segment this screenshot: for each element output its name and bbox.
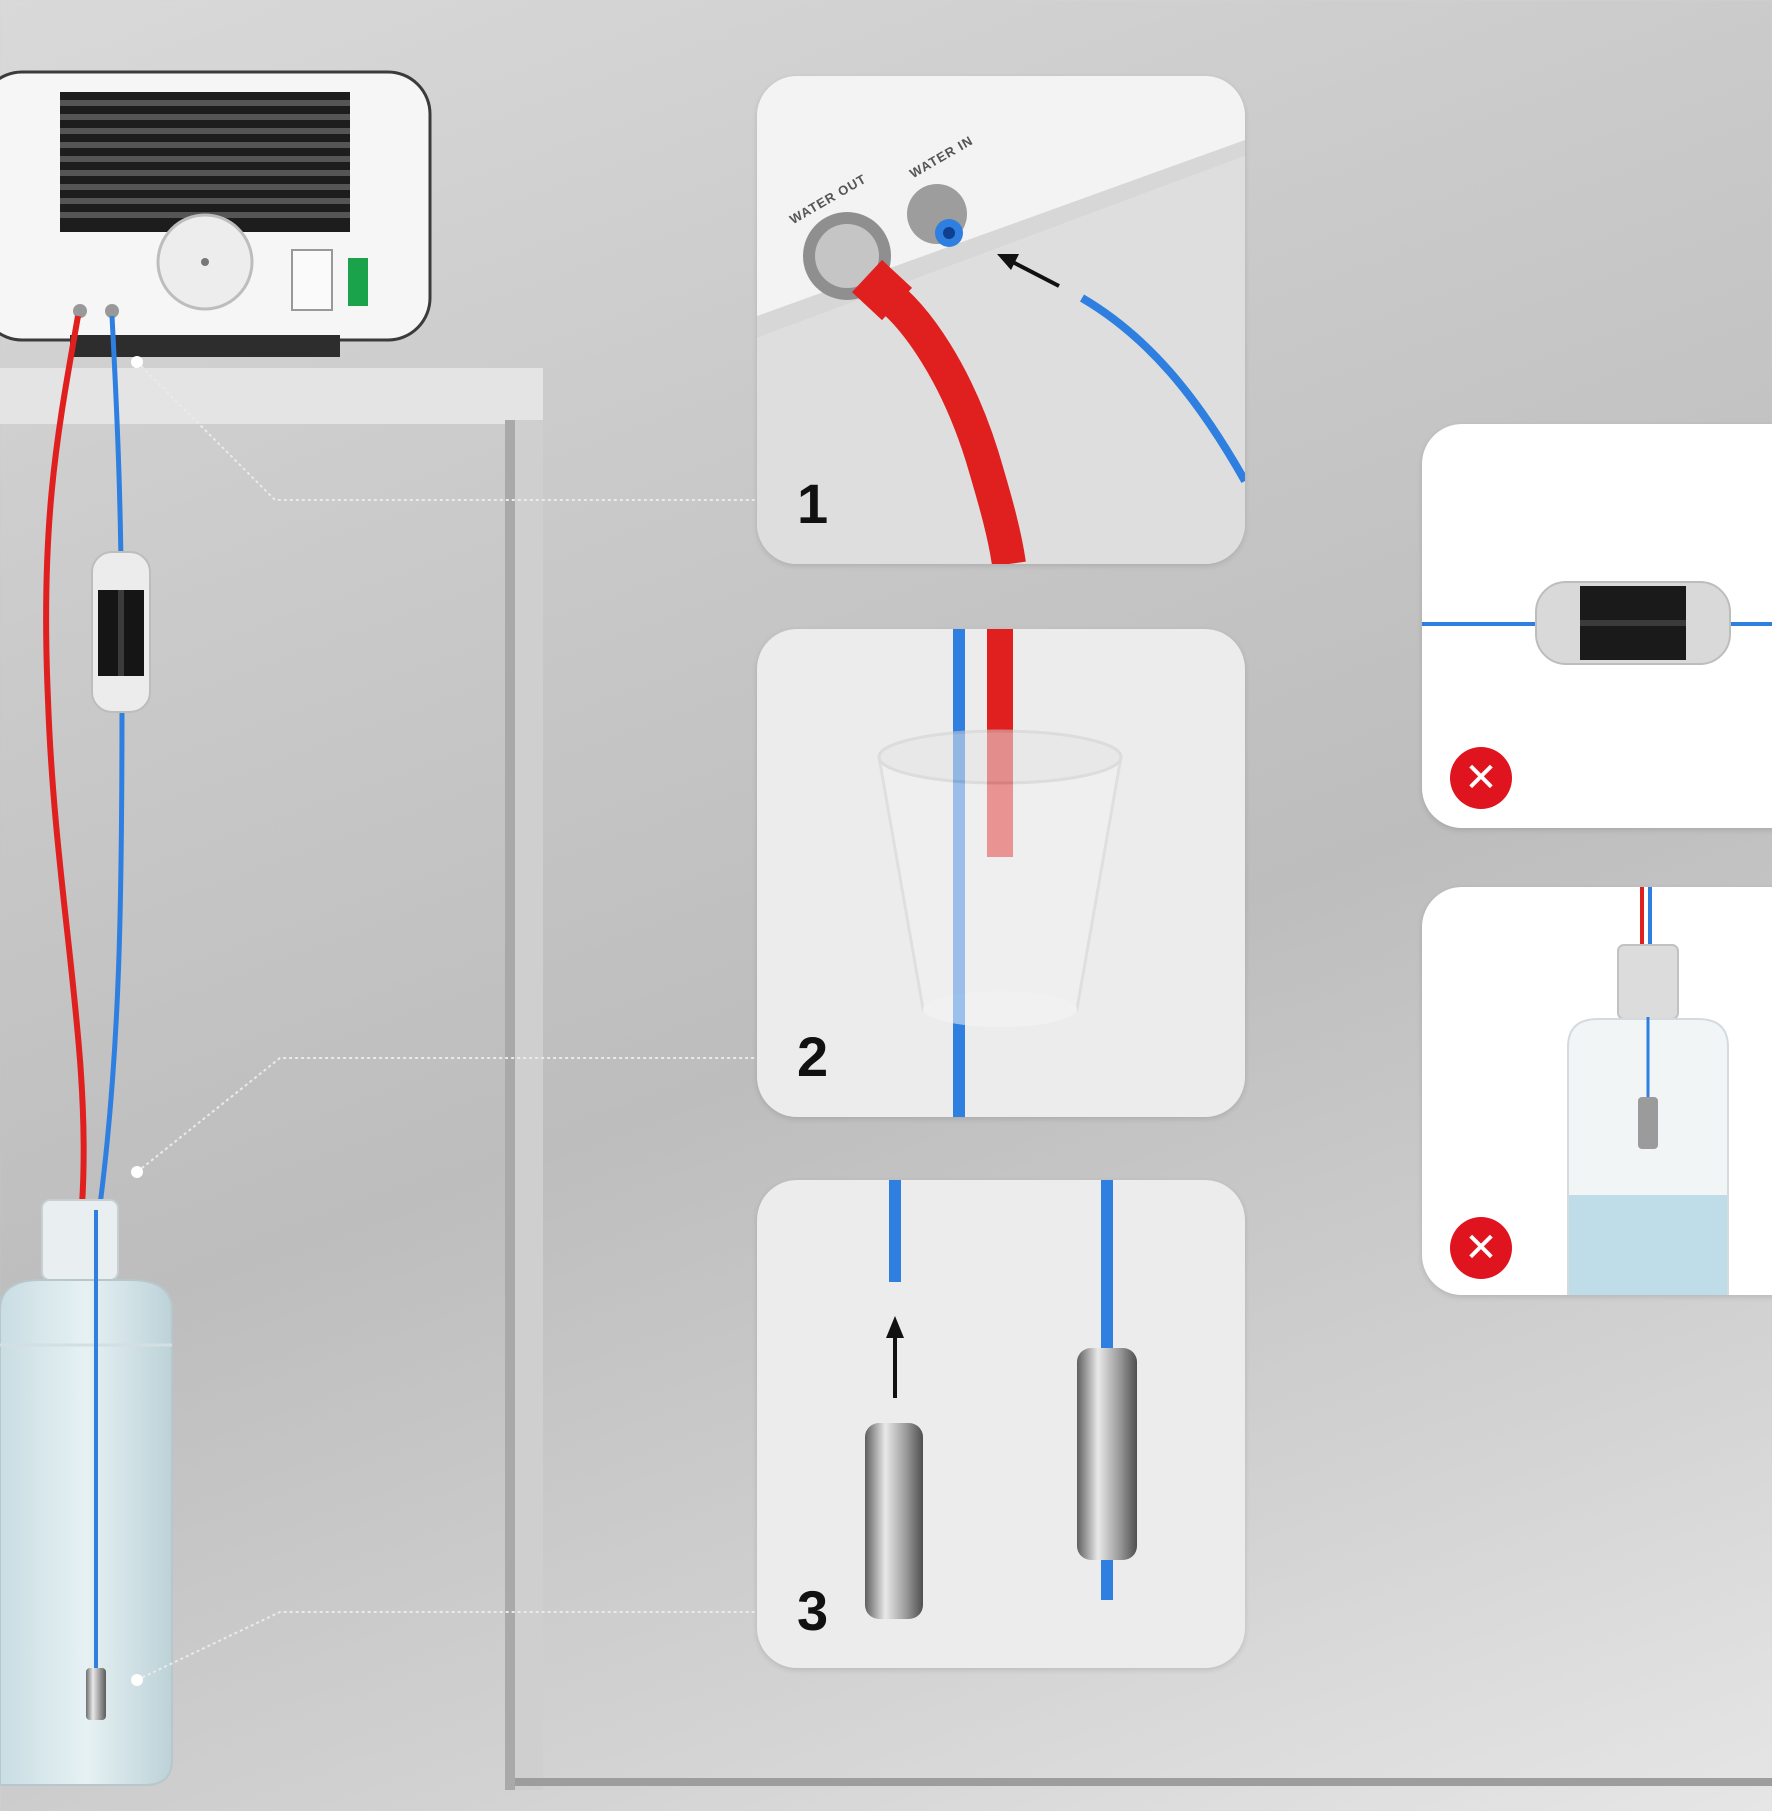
leader-dot-1: [131, 356, 143, 368]
step-2-panel: 2: [757, 629, 1245, 1117]
error-1-illustration: [1422, 581, 1772, 665]
error-2-illustration: [1567, 887, 1729, 1295]
bottle-partial-water: [1567, 944, 1729, 1295]
blue-tube: [97, 315, 125, 1206]
water-level: [1569, 1195, 1727, 1295]
inline-filter-horizontal-icon: [1535, 581, 1731, 665]
step-1-panel: WATER OUT WATER IN 1: [757, 76, 1245, 564]
step-3-number: 3: [797, 1579, 829, 1642]
power-socket-icon: [291, 249, 333, 311]
error-x-icon: ✕: [1450, 747, 1512, 809]
leader-dot-2: [131, 1166, 143, 1178]
blue-tube-step-1: [1079, 294, 1245, 483]
red-tube: [43, 315, 87, 1206]
shelf-top: [0, 368, 543, 424]
rubber-stopper-icon: [877, 729, 1123, 1027]
error-x-icon: ✕: [1450, 1217, 1512, 1279]
red-tube-step-1: [871, 277, 1026, 564]
generator-device: [0, 70, 432, 357]
step-1-illustration: [757, 76, 1245, 564]
step-2-number: 2: [797, 1025, 829, 1088]
power-switch-icon: [348, 258, 368, 306]
error-panel-weight-floating: ✕: [1422, 887, 1772, 1295]
shelf-leg-shade: [505, 420, 515, 1790]
weight-detached-icon: [865, 1423, 923, 1619]
vent-grille-icon: [60, 92, 350, 232]
step-3-panel: 3: [757, 1180, 1245, 1668]
push-up-arrow-icon: [886, 1316, 904, 1398]
weight-floating-icon: [1638, 1097, 1658, 1149]
step-1-number: 1: [797, 472, 829, 535]
water-bottle: [0, 1199, 173, 1786]
insert-arrow-icon: [997, 254, 1060, 288]
error-panel-filter-horizontal: ✕: [1422, 424, 1772, 828]
leader-dot-3: [131, 1674, 143, 1686]
weight-attached-icon: [1077, 1348, 1137, 1560]
step-2-illustration: [877, 629, 1123, 1117]
leader-lines: [136, 361, 760, 1681]
floor-line: [515, 1778, 1772, 1786]
water-in-fitting-icon: [907, 184, 967, 247]
step-3-illustration: [865, 1180, 1137, 1619]
inline-filter-icon: [91, 551, 151, 713]
